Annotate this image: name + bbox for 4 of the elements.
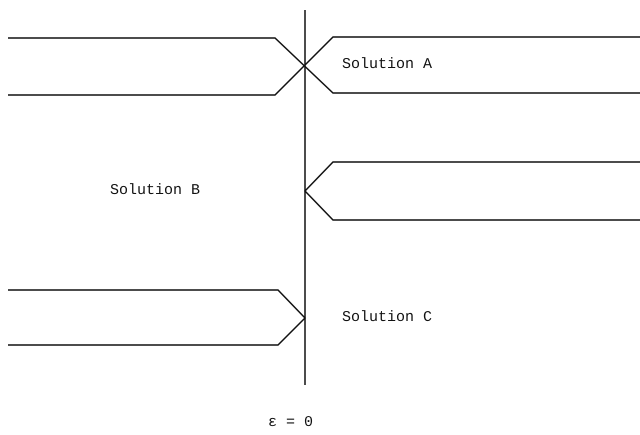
solution-label: Solution B <box>110 182 200 200</box>
axis-label: ε = 0 <box>268 414 314 432</box>
solution-label: Solution C <box>342 309 432 327</box>
solution-label: Solution A <box>342 56 432 74</box>
